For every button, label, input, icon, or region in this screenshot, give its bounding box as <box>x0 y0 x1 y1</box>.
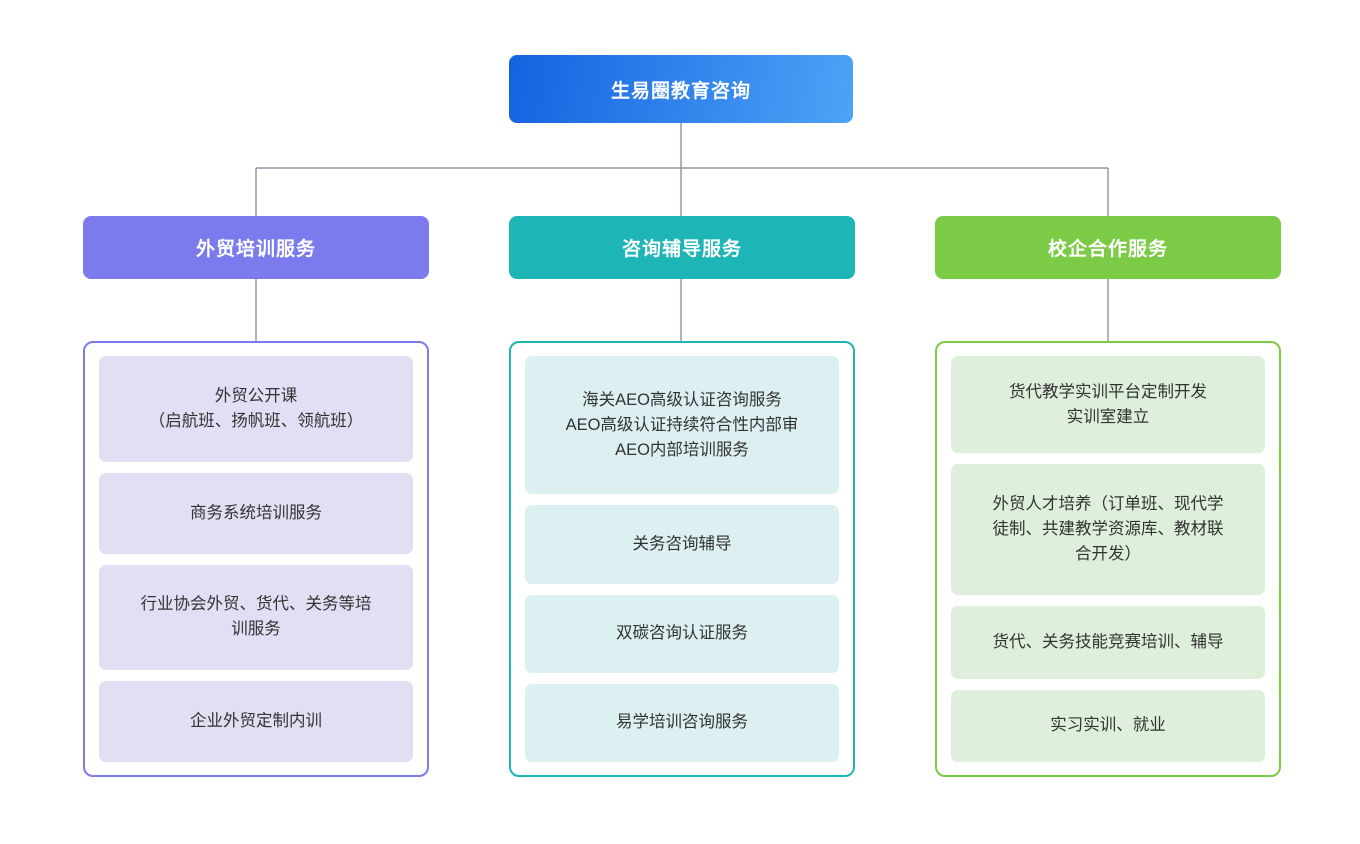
item-card[interactable]: 货代、关务技能竞赛培训、辅导 <box>951 606 1265 679</box>
branch-column-1: 外贸培训服务 外贸公开课 （启航班、扬帆班、领航班） 商务系统培训服务 行业协会… <box>83 216 429 777</box>
branch-column-3: 校企合作服务 货代教学实训平台定制开发 实训室建立 外贸人才培养（订单班、现代学… <box>935 216 1281 777</box>
category-header-3-label: 校企合作服务 <box>1047 239 1168 260</box>
item-card[interactable]: 货代教学实训平台定制开发 实训室建立 <box>951 356 1265 454</box>
item-card[interactable]: 商务系统培训服务 <box>99 472 413 554</box>
item-card[interactable]: 外贸公开课 （启航班、扬帆班、领航班） <box>99 356 413 462</box>
category-header-1-label: 外贸培训服务 <box>195 239 316 260</box>
items-panel-2: 海关AEO高级认证咨询服务 AEO高级认证持续符合性内部审 AEO内部培训服务 … <box>509 341 855 777</box>
item-card[interactable]: 行业协会外贸、货代、关务等培 训服务 <box>99 564 413 671</box>
items-panel-3: 货代教学实训平台定制开发 实训室建立 外贸人才培养（订单班、现代学 徒制、共建教… <box>935 341 1281 777</box>
root-node[interactable]: 生易圈教育咨询 <box>509 55 853 123</box>
item-card[interactable]: 海关AEO高级认证咨询服务 AEO高级认证持续符合性内部审 AEO内部培训服务 <box>525 356 839 495</box>
item-card[interactable]: 实习实训、就业 <box>951 689 1265 763</box>
branch-column-2: 咨询辅导服务 海关AEO高级认证咨询服务 AEO高级认证持续符合性内部审 AEO… <box>509 216 855 777</box>
category-header-2[interactable]: 咨询辅导服务 <box>509 216 855 279</box>
item-card[interactable]: 企业外贸定制内训 <box>99 681 413 762</box>
root-node-label: 生易圈教育咨询 <box>610 80 751 102</box>
item-card[interactable]: 关务咨询辅导 <box>525 505 839 584</box>
category-header-3[interactable]: 校企合作服务 <box>935 216 1281 279</box>
item-card[interactable]: 双碳咨询认证服务 <box>525 594 839 673</box>
item-card[interactable]: 外贸人才培养（订单班、现代学 徒制、共建教学资源库、教材联 合开发） <box>951 464 1265 596</box>
category-header-1[interactable]: 外贸培训服务 <box>83 216 429 279</box>
category-header-2-label: 咨询辅导服务 <box>621 239 742 260</box>
items-panel-1: 外贸公开课 （启航班、扬帆班、领航班） 商务系统培训服务 行业协会外贸、货代、关… <box>83 341 429 777</box>
item-card[interactable]: 易学培训咨询服务 <box>525 683 839 762</box>
